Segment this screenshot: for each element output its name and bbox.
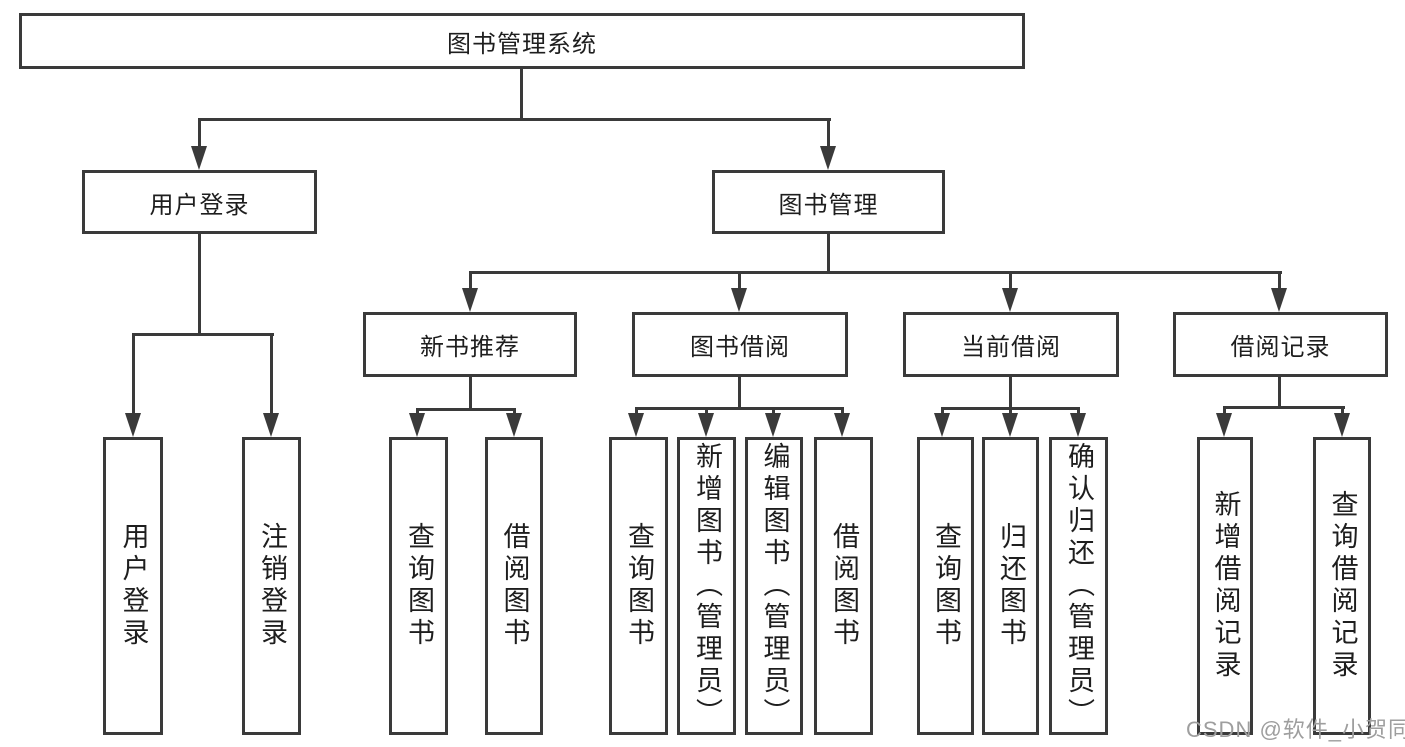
connector-to-edit-book (772, 410, 775, 415)
connector-to-user-login (198, 121, 201, 148)
connector-to-book-mgmt (827, 121, 830, 148)
leaf-label: 注销登录 (257, 522, 287, 650)
arrowhead-to-new-book-rec (462, 288, 478, 312)
leaf-label: 新增借阅记录 (1210, 490, 1241, 682)
connector-to-return-book (1009, 410, 1012, 415)
node-query-book-b: 查询图书 (609, 437, 668, 735)
arrowhead-to-borrow-records (1271, 288, 1287, 312)
arrowhead-to-add-book (698, 413, 714, 437)
connector-book-borrow-stem (738, 377, 741, 407)
node-add-book-admin: 新增图书（管理员） (677, 437, 736, 735)
arrowhead-to-query-book-b (628, 413, 644, 437)
node-new-book-recommend: 新书推荐 (363, 312, 577, 377)
connector-to-new-book-rec (469, 274, 472, 290)
connector-to-add-book (705, 410, 708, 415)
arrowhead-to-user-login-leaf (125, 413, 141, 437)
connector-to-current-borrow (1009, 274, 1012, 290)
arrowhead-to-borrow-book-a (506, 413, 522, 437)
connector-to-confirm-return (1077, 410, 1080, 415)
connector-records-stem (1278, 377, 1281, 406)
connector-book-mgmt-stem (827, 234, 830, 271)
node-edit-book-admin: 编辑图书（管理员） (745, 437, 803, 735)
connector-to-user-login-leaf (132, 336, 135, 415)
leaf-label: 查询图书 (404, 522, 434, 650)
arrowhead-to-logout-leaf (263, 413, 279, 437)
leaf-label: 用户登录 (118, 522, 149, 650)
node-query-borrow-record: 查询借阅记录 (1313, 437, 1371, 735)
connector-user-login-branch (132, 333, 274, 336)
watermark: CSDN @软件_小贺同学 (1186, 717, 1405, 742)
arrowhead-to-return-book (1002, 413, 1018, 437)
leaf-label: 查询图书 (624, 522, 654, 650)
connector-to-logout-leaf (270, 336, 273, 415)
leaf-label: 查询图书 (931, 522, 961, 650)
node-borrow-book-b: 借阅图书 (814, 437, 873, 735)
connector-level2-branch (198, 118, 831, 121)
arrowhead-to-confirm-return (1070, 413, 1086, 437)
leaf-label: 查询借阅记录 (1327, 490, 1358, 682)
leaf-label: 编辑图书（管理员） (759, 442, 790, 730)
arrowhead-to-book-borrow (731, 288, 747, 312)
leaf-label: 归还图书 (996, 522, 1026, 650)
leaf-label: 借阅图书 (499, 522, 530, 650)
arrowhead-to-book-mgmt (820, 146, 836, 170)
connector-user-login-stem (198, 234, 201, 333)
connector-current-borrow-stem (1009, 377, 1012, 407)
node-user-login: 用户登录 (82, 170, 317, 234)
connector-records-branch (1223, 406, 1345, 409)
node-book-borrow: 图书借阅 (632, 312, 848, 377)
node-confirm-return-admin: 确认归还（管理员） (1049, 437, 1108, 735)
connector-to-query-record (1341, 409, 1344, 415)
node-query-book-a: 查询图书 (389, 437, 448, 735)
connector-level3-branch (469, 271, 1282, 274)
leaf-label: 借阅图书 (829, 522, 859, 650)
leaf-label: 新增图书（管理员） (692, 442, 722, 730)
node-return-book: 归还图书 (982, 437, 1039, 735)
connector-current-borrow-branch (941, 407, 1080, 410)
node-book-management: 图书管理 (712, 170, 945, 234)
node-logout-leaf: 注销登录 (242, 437, 301, 735)
connector-new-book-stem (469, 377, 472, 408)
connector-root-stem (520, 69, 523, 118)
connector-to-borrow-records (1278, 274, 1281, 290)
arrowhead-to-borrow-book-b (834, 413, 850, 437)
connector-new-book-branch (416, 408, 516, 411)
connector-book-borrow-branch (635, 407, 844, 410)
node-library-management-system: 图书管理系统 (19, 13, 1025, 69)
arrowhead-to-query-record (1334, 413, 1350, 437)
leaf-label: 确认归还（管理员） (1064, 442, 1094, 730)
connector-to-borrow-book-b (841, 410, 844, 415)
connector-to-book-borrow (738, 274, 741, 290)
arrowhead-to-query-book-c (934, 413, 950, 437)
node-current-borrow: 当前借阅 (903, 312, 1119, 377)
node-borrow-book-a: 借阅图书 (485, 437, 543, 735)
arrowhead-to-query-book-a (409, 413, 425, 437)
node-user-login-leaf: 用户登录 (103, 437, 163, 735)
connector-to-add-record (1223, 409, 1226, 415)
node-query-book-c: 查询图书 (917, 437, 974, 735)
arrowhead-to-current-borrow (1002, 288, 1018, 312)
arrowhead-to-add-record (1216, 413, 1232, 437)
node-add-borrow-record: 新增借阅记录 (1197, 437, 1253, 735)
connector-to-query-book-c (941, 410, 944, 415)
arrowhead-to-edit-book (765, 413, 781, 437)
connector-to-query-book-b (635, 410, 638, 415)
arrowhead-to-user-login (191, 146, 207, 170)
node-borrow-records: 借阅记录 (1173, 312, 1388, 377)
